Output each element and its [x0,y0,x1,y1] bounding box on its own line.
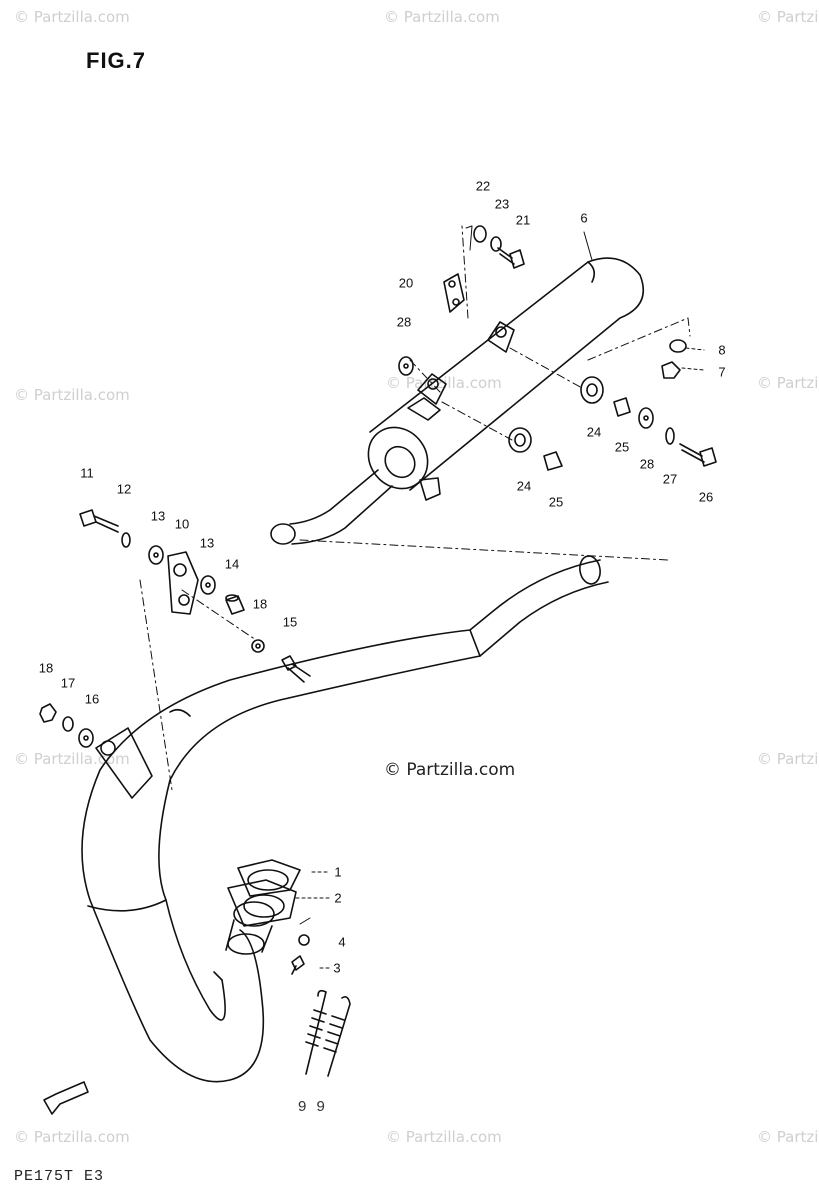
callout-26: 26 [698,489,714,505]
callout-18a: 18 [38,660,54,676]
washer-12 [121,532,131,548]
callout-4: 4 [338,934,346,950]
washer-17 [62,716,74,732]
callout-3: 3 [333,960,341,976]
washer-22 [473,225,487,243]
nut-7 [661,361,681,379]
figure-title: FIG.7 [86,48,147,73]
watermark: © Partzilla.com [757,1128,819,1146]
callout-1: 1 [334,864,342,880]
bolt-26 [679,443,717,467]
callout-2: 2 [334,890,342,906]
flange-gaskets [225,859,301,955]
watermark: © Partzilla.com [757,8,819,26]
nut-18a [251,639,265,653]
callout-25a: 25 [614,439,630,455]
exhaust-pipe [81,555,609,1083]
callout-23: 23 [494,196,510,212]
callout-27: 27 [662,471,678,487]
grommet-24a [580,376,604,404]
nut-4 [298,934,310,946]
watermark: © Partzilla.com [14,386,130,404]
callout-14: 14 [224,556,240,572]
callout-7: 7 [718,364,726,380]
washer-23 [490,236,502,252]
washer-16 [78,728,94,748]
nut-18b [39,703,57,723]
washer-28b [398,356,414,376]
bolt-3 [291,955,305,975]
callout-13b: 13 [199,535,215,551]
callout-11: 11 [80,465,94,481]
bolt-21 [497,247,525,269]
watermark: © Partzilla.com [14,1128,130,1146]
grommet-24b [508,427,532,453]
muffler [270,257,645,545]
springs [305,989,351,1077]
collar-25a [613,397,631,417]
watermark: © Partzilla.com [384,8,500,26]
callout-21: 21 [515,212,531,228]
callout-24b: 24 [516,478,532,494]
callout-6: 6 [580,210,588,226]
watermark: © Partzilla.com [757,374,819,392]
washer-13a [148,545,164,565]
fwd-arrow-icon [43,1081,89,1115]
bottom-marks: 9 9 [298,1098,328,1115]
watermark: © Partzilla.com [386,1128,502,1146]
callout-15: 15 [282,614,298,630]
collar-14 [225,594,245,615]
hanger-bracket [167,551,199,615]
callout-22: 22 [475,178,491,194]
watermark: © Partzilla.com [757,750,819,768]
bolt-15 [281,655,311,683]
callout-24a: 24 [586,424,602,440]
callout-25b: 25 [548,494,564,510]
callout-17: 17 [60,675,76,691]
bracket-20 [443,273,465,313]
watermark: © Partzilla.com [14,8,130,26]
washer-8 [669,339,687,353]
callout-10: 10 [174,516,190,532]
callout-13a: 13 [150,508,166,524]
washer-28a [638,407,654,429]
bolt-11 [79,509,119,533]
callout-12: 12 [116,481,132,497]
diagram-code: PE175T E3 [14,1168,105,1185]
callout-16: 16 [84,691,100,707]
watermark-center: © Partzilla.com [384,760,516,780]
washer-13b [200,575,216,595]
callout-18b: 18 [252,596,268,612]
washer-27 [665,427,675,445]
callout-28b: 28 [396,314,412,330]
callout-28a: 28 [639,456,655,472]
callout-8: 8 [718,342,726,358]
callout-20: 20 [398,275,414,291]
collar-25b [543,451,563,471]
